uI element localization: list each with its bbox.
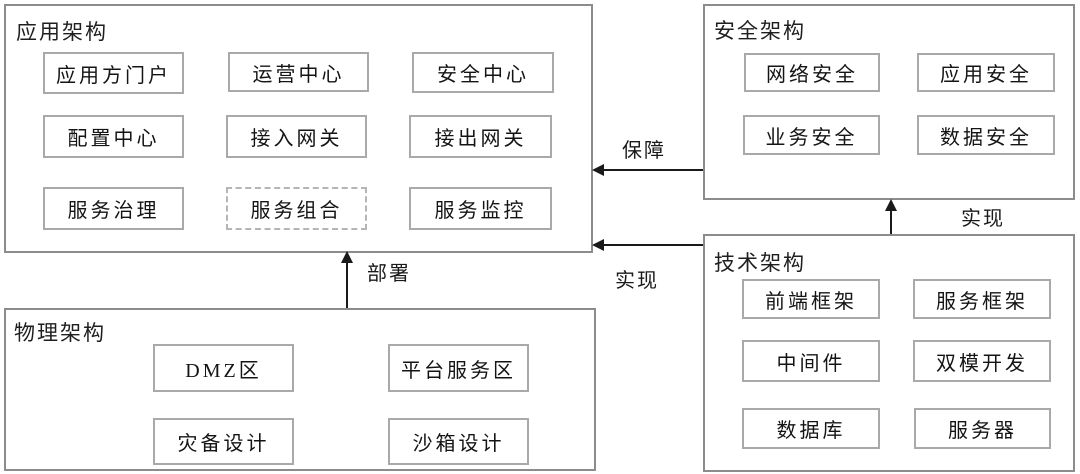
realize-security-arrowhead-up-icon — [885, 199, 897, 211]
group-title-application: 应用架构 — [16, 20, 108, 44]
node-inbound-gateway: 接入网关 — [226, 115, 367, 158]
realize-app-arrow-line — [597, 244, 703, 246]
node-service-governance: 服务治理 — [43, 187, 184, 230]
node-platform-service-zone: 平台服务区 — [388, 344, 529, 392]
realize-security-arrow-label: 实现 — [961, 208, 1005, 230]
deploy-arrowhead-up-icon — [341, 251, 353, 263]
node-frontend-framework: 前端框架 — [742, 279, 880, 319]
node-database: 数据库 — [742, 408, 880, 449]
node-disaster-recovery-design: 灾备设计 — [153, 418, 294, 465]
node-data-security: 数据安全 — [917, 115, 1055, 155]
group-title-security: 安全架构 — [714, 19, 806, 43]
group-security-architecture: 安全架构 网络安全 应用安全 业务安全 数据安全 — [703, 4, 1075, 200]
node-security-center: 安全中心 — [412, 52, 554, 93]
assure-arrow-label: 保障 — [622, 140, 666, 162]
node-dual-mode-development: 双模开发 — [913, 340, 1051, 382]
node-app-portal: 应用方门户 — [43, 52, 184, 94]
node-application-security: 应用安全 — [917, 53, 1055, 92]
assure-arrow-line — [597, 169, 703, 171]
node-service-monitoring: 服务监控 — [409, 187, 552, 230]
realize-app-arrow-label: 实现 — [615, 270, 659, 292]
group-technology-architecture: 技术架构 前端框架 服务框架 中间件 双模开发 数据库 服务器 — [703, 234, 1075, 472]
deploy-arrow-label: 部署 — [367, 263, 411, 285]
realize-security-arrow-line — [890, 206, 892, 234]
assure-arrowhead-left-icon — [592, 164, 604, 176]
deploy-arrow-line — [346, 259, 348, 308]
node-service-framework: 服务框架 — [913, 279, 1051, 319]
node-dmz-zone: DMZ区 — [153, 344, 294, 392]
realize-app-arrowhead-left-icon — [592, 239, 604, 251]
group-title-physical: 物理架构 — [14, 321, 106, 345]
node-middleware: 中间件 — [742, 340, 880, 382]
node-config-center: 配置中心 — [43, 115, 184, 158]
node-operation-center: 运营中心 — [228, 52, 369, 92]
group-physical-architecture: 物理架构 DMZ区 平台服务区 灾备设计 沙箱设计 — [4, 308, 596, 471]
node-service-composition: 服务组合 — [226, 187, 367, 230]
node-server: 服务器 — [914, 408, 1051, 449]
node-business-security: 业务安全 — [743, 115, 880, 155]
group-application-architecture: 应用架构 应用方门户 运营中心 安全中心 配置中心 接入网关 接出网关 服务治理… — [4, 4, 593, 253]
group-title-technology: 技术架构 — [714, 251, 806, 275]
node-network-security: 网络安全 — [744, 53, 880, 92]
node-outbound-gateway: 接出网关 — [409, 115, 552, 158]
node-sandbox-design: 沙箱设计 — [388, 418, 529, 465]
